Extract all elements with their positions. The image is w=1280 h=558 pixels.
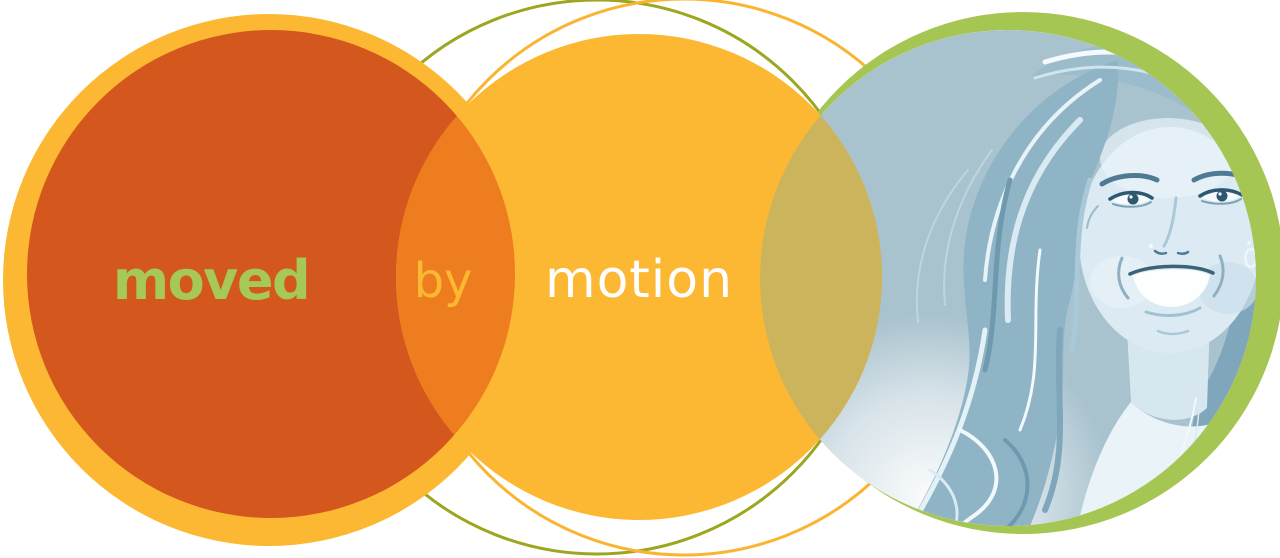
eye-right-lash [1198, 188, 1244, 198]
eye-right-lower [1201, 198, 1242, 205]
eye-left-lower [1112, 201, 1152, 208]
chin-crease [1156, 329, 1190, 336]
eye-right-iris [1216, 190, 1228, 202]
face-features [1086, 170, 1256, 336]
nose-stud [1149, 244, 1153, 248]
hair-strands [912, 49, 1228, 526]
upper-lip [1128, 264, 1215, 276]
smile-teeth [1133, 269, 1210, 307]
eye-left-iris [1127, 193, 1139, 205]
word-moved: moved [113, 249, 309, 312]
word-motion: motion [545, 250, 733, 310]
left-circle-fill [27, 30, 515, 518]
eye-left-glint [1129, 195, 1133, 199]
nose-line [1162, 196, 1178, 248]
smile-line-left [1086, 205, 1099, 229]
nostril-right [1176, 250, 1190, 256]
mouth-fold-left [1117, 256, 1130, 300]
cheek-highlight [1090, 256, 1154, 308]
eyebrow-left [1099, 173, 1160, 187]
lower-lip [1144, 306, 1202, 317]
eye-left-lash [1108, 190, 1154, 201]
cheek-shadow [1198, 262, 1256, 314]
eye-right-glint [1218, 192, 1222, 196]
word-by: by [414, 253, 473, 309]
earring [1244, 241, 1256, 269]
hair-front [888, 60, 1119, 526]
mouth-fold-right [1212, 254, 1225, 298]
middle-circle [396, 34, 882, 520]
nostril-left [1153, 249, 1168, 255]
hair-wisps [915, 149, 993, 323]
